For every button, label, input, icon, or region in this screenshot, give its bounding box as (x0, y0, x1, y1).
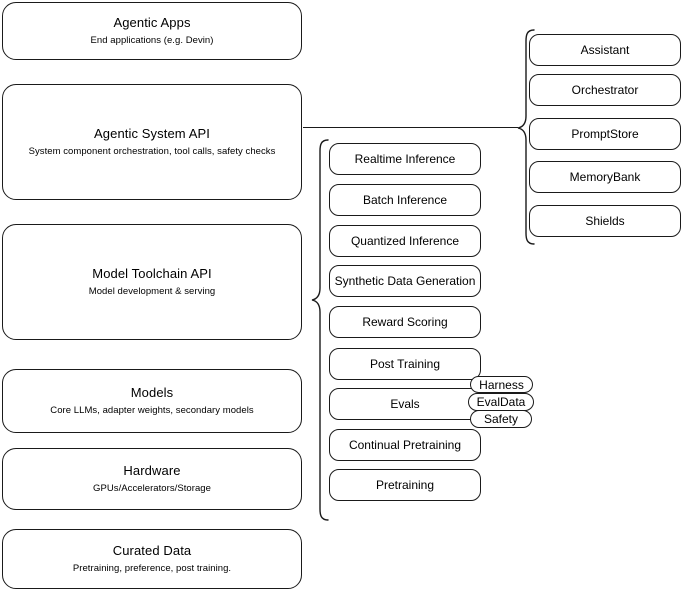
layer-curated-data[interactable]: Curated Data Pretraining, preference, po… (2, 529, 302, 589)
capability-label: Reward Scoring (362, 314, 448, 329)
capability-label: Synthetic Data Generation (334, 273, 476, 288)
layer-title: Agentic Apps (113, 15, 191, 30)
bracket-toolchain-capabilities (306, 138, 330, 522)
agentic-component-shields[interactable]: Shields (529, 205, 681, 237)
layer-model-toolchain-api[interactable]: Model Toolchain API Model development & … (2, 224, 302, 340)
eval-subcomponent-evaldata[interactable]: EvalData (468, 393, 534, 411)
capability-quantized-inference[interactable]: Quantized Inference (329, 225, 481, 257)
layer-title: Models (130, 385, 174, 400)
capability-reward-scoring[interactable]: Reward Scoring (329, 306, 481, 338)
agentic-component-orchestrator[interactable]: Orchestrator (529, 74, 681, 106)
agentic-component-promptstore[interactable]: PromptStore (529, 118, 681, 150)
layer-subtitle: System component orchestration, tool cal… (28, 146, 276, 157)
agentic-component-assistant[interactable]: Assistant (529, 34, 681, 66)
agentic-component-label: Shields (585, 213, 625, 228)
layer-title: Model Toolchain API (92, 266, 212, 281)
agentic-component-label: Assistant (580, 42, 630, 57)
eval-subcomponent-harness[interactable]: Harness (470, 376, 533, 393)
capability-label: Realtime Inference (354, 151, 456, 166)
layer-title: Agentic System API (94, 126, 210, 141)
agentic-component-label: Orchestrator (571, 82, 639, 97)
agentic-component-memorybank[interactable]: MemoryBank (529, 161, 681, 193)
capability-evals[interactable]: Evals (329, 388, 481, 420)
capability-synthetic-data-generation[interactable]: Synthetic Data Generation (329, 265, 481, 297)
capability-batch-inference[interactable]: Batch Inference (329, 184, 481, 216)
layer-subtitle: End applications (e.g. Devin) (90, 35, 214, 46)
capability-pretraining[interactable]: Pretraining (329, 469, 481, 501)
capability-label: Continual Pretraining (348, 437, 462, 452)
connector-agentic-system-to-components (303, 127, 518, 128)
agentic-component-label: PromptStore (571, 126, 639, 141)
eval-subcomponent-label: EvalData (476, 395, 526, 409)
layer-subtitle: GPUs/Accelerators/Storage (93, 483, 211, 494)
agentic-component-label: MemoryBank (569, 169, 641, 184)
layer-subtitle: Core LLMs, adapter weights, secondary mo… (50, 405, 254, 416)
capability-continual-pretraining[interactable]: Continual Pretraining (329, 429, 481, 461)
layer-title: Hardware (123, 463, 181, 478)
capability-label: Evals (390, 396, 420, 411)
capability-label: Post Training (369, 356, 441, 371)
eval-subcomponent-label: Safety (483, 412, 519, 426)
capability-label: Pretraining (375, 477, 435, 492)
layer-agentic-system-api[interactable]: Agentic System API System component orch… (2, 84, 302, 200)
eval-subcomponent-safety[interactable]: Safety (470, 410, 532, 428)
bracket-agentic-components (514, 28, 536, 246)
layer-subtitle: Model development & serving (88, 286, 216, 297)
eval-subcomponent-label: Harness (479, 377, 524, 392)
layer-agentic-apps[interactable]: Agentic Apps End applications (e.g. Devi… (2, 2, 302, 60)
capability-post-training[interactable]: Post Training (329, 348, 481, 380)
layer-title: Curated Data (112, 543, 192, 558)
capability-realtime-inference[interactable]: Realtime Inference (329, 143, 481, 175)
layer-models[interactable]: Models Core LLMs, adapter weights, secon… (2, 369, 302, 433)
layer-hardware[interactable]: Hardware GPUs/Accelerators/Storage (2, 448, 302, 510)
layer-subtitle: Pretraining, preference, post training. (72, 563, 232, 574)
capability-label: Batch Inference (362, 192, 448, 207)
capability-label: Quantized Inference (350, 233, 460, 248)
